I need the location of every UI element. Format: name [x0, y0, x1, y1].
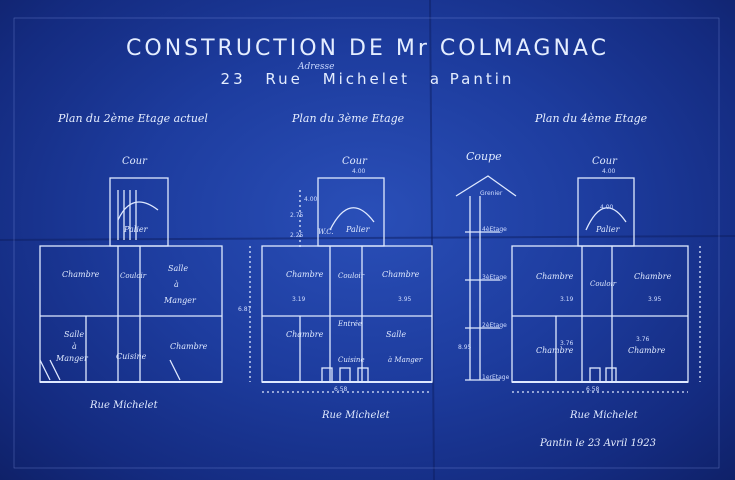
plan-3-cour: Cour	[592, 156, 617, 167]
p2-room-chambre-2: Chambre	[382, 270, 420, 279]
p3-room-palier: Palier	[596, 225, 620, 234]
coupe-title: Coupe	[466, 150, 502, 163]
plan-2-street-name: Michelet	[345, 410, 390, 421]
p3-room-chambre-4: Chambre	[628, 346, 666, 355]
plan-2-cour: Cour	[342, 156, 367, 167]
p2-room-chambre-3: Chambre	[286, 330, 324, 339]
plan-3-rue: Rue	[570, 410, 590, 421]
plan-2-rue: Rue	[322, 410, 342, 421]
plan-3-street: Rue Michelet	[570, 410, 638, 421]
p1-room-chambre: Chambre	[62, 270, 100, 279]
address-number: 23	[220, 70, 246, 88]
coupe-label-4e: 4èEtage	[482, 226, 507, 233]
p1-room-palier: Palier	[124, 225, 148, 234]
dim-16: 4.00	[600, 204, 614, 211]
plan-1-street-name: Michelet	[113, 400, 158, 411]
drawing-address: 23 Rue Michelet a Pantin	[0, 70, 735, 88]
drawing-date: Pantin le 23 Avril 1923	[540, 438, 656, 449]
title-annotation: Adresse	[298, 62, 335, 72]
plan-1-rue: Rue	[90, 400, 110, 411]
p1-room-a-2: à	[72, 342, 77, 351]
address-city: a Pantin	[429, 70, 515, 88]
address-rue: Rue	[265, 70, 303, 88]
fold-line-v	[429, 0, 435, 480]
plan-1-cour: Cour	[122, 156, 147, 167]
dim-11: 2.25	[290, 232, 304, 239]
coupe-label-grenier: Grenier	[480, 190, 503, 197]
drawing-title: CONSTRUCTION DE Mr COLMAGNAC	[126, 36, 609, 61]
p2-room-palier: Palier	[346, 225, 370, 234]
p2-room-cuisine: Cuisine	[338, 356, 365, 364]
p2-room-couloir: Couloir	[338, 272, 365, 280]
p1-room-cuisine: Cuisine	[116, 352, 147, 361]
dim-13: 4.00	[352, 168, 366, 175]
p2-room-entree: Entrée	[338, 320, 363, 328]
sheet-border	[13, 17, 720, 469]
p1-room-manger: Manger	[164, 296, 196, 305]
dim-3: 3.19	[560, 296, 574, 303]
dim-2: 3.95	[398, 296, 412, 303]
coupe-label-1er: 1erEtage	[482, 374, 510, 381]
p1-room-chambre-2: Chambre	[170, 342, 208, 351]
p1-room-couloir: Couloir	[120, 272, 147, 280]
address-street: Michelet	[322, 70, 411, 88]
dim-14: 4.00	[602, 168, 616, 175]
plan-2-title: Plan du 3ème Etage	[292, 112, 405, 125]
p1-room-a: à	[174, 280, 179, 289]
plan-1-walls	[39, 177, 223, 383]
p2-room-chambre: Chambre	[286, 270, 324, 279]
dim-15: 4.00	[304, 196, 318, 203]
dim-4: 3.95	[648, 296, 662, 303]
coupe-label-3e: 3èEtage	[482, 274, 507, 281]
p2-room-wc: W.C.	[318, 228, 334, 236]
dim-1: 3.19	[292, 296, 306, 303]
coupe-section	[455, 175, 517, 381]
plan-2-walls	[249, 177, 433, 393]
dim-6: 3.76	[636, 336, 650, 343]
p3-room-chambre-3: Chambre	[536, 346, 574, 355]
dim-10: 6.58	[586, 386, 600, 393]
p2-room-salle: Salle	[386, 330, 407, 339]
p3-room-couloir: Couloir	[590, 280, 617, 288]
plan-3-title: Plan du 4ème Etage	[535, 112, 648, 125]
p1-room-manger-2: Manger	[56, 354, 88, 363]
p3-room-chambre: Chambre	[536, 272, 574, 281]
dim-12: 2.75	[290, 212, 304, 219]
plan-3-walls	[511, 177, 701, 393]
p1-room-salle-2: Salle	[64, 330, 85, 339]
fold-line-h	[0, 235, 735, 241]
coupe-label-2e: 2èEtage	[482, 322, 507, 329]
dim-9: 6.58	[334, 386, 348, 393]
dim-7: 6.87	[238, 306, 252, 313]
p2-room-a-manger: à Manger	[388, 356, 423, 364]
plan-1-street: Rue Michelet	[90, 400, 158, 411]
dim-5: 3.76	[560, 340, 574, 347]
plan-3-street-name: Michelet	[593, 410, 638, 421]
dim-8: 8.95	[458, 344, 472, 351]
plan-1-title: Plan du 2ème Etage actuel	[58, 112, 208, 125]
plan-2-street: Rue Michelet	[322, 410, 390, 421]
p3-room-chambre-2: Chambre	[634, 272, 672, 281]
p1-room-salle: Salle	[168, 264, 189, 273]
